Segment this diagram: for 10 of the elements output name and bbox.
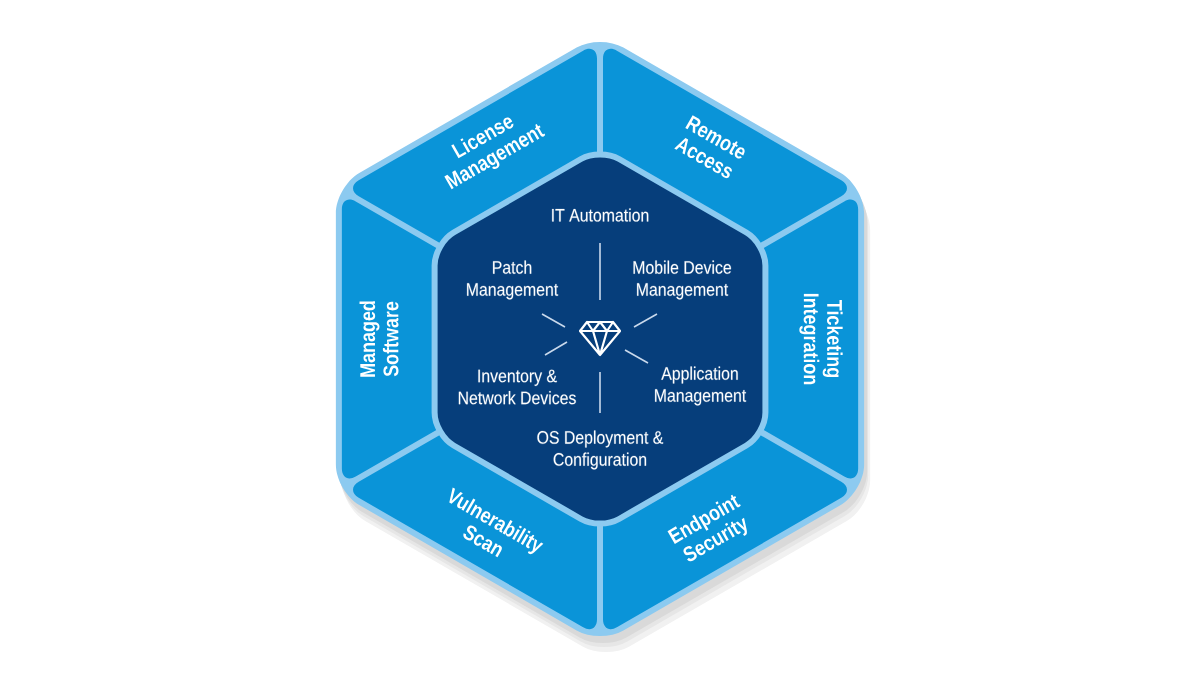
item-label: Application Management	[655, 366, 747, 406]
item-label: Inventory & Network Devices	[458, 369, 576, 405]
item-label: Mobile Device Management	[633, 260, 732, 300]
item-label: IT Automation	[552, 208, 649, 222]
hexagon-segment: Managed Software	[341, 199, 439, 479]
item-label: OS Deployment & Configuration	[537, 430, 664, 470]
node-label: Ticketing Integration	[799, 293, 843, 385]
node-label: Managed Software	[359, 301, 399, 377]
hexagon-segment: Ticketing Integration	[761, 199, 859, 479]
item-label: Patch Management	[467, 260, 559, 300]
